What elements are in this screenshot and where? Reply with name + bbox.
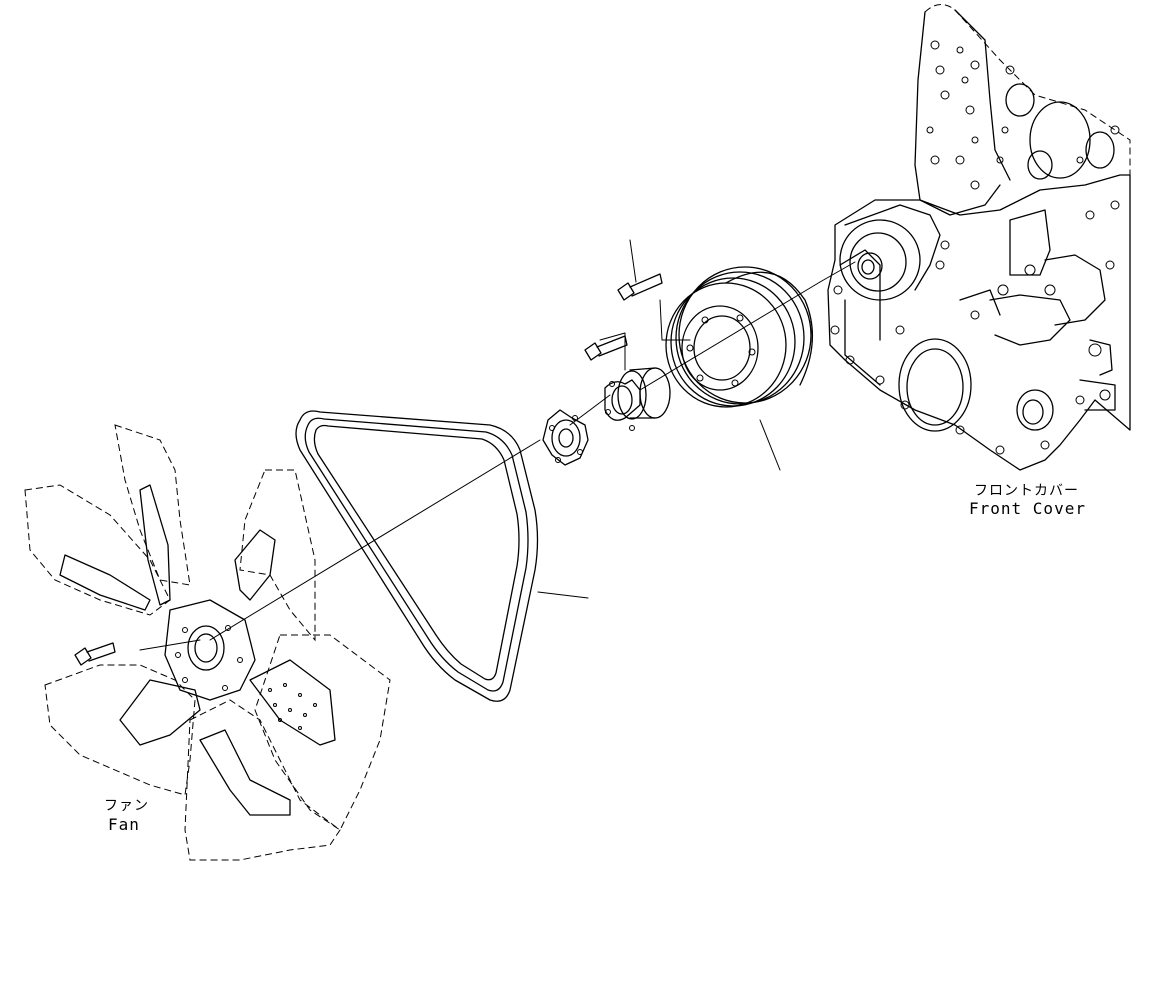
- bolt-fan: [74, 642, 116, 666]
- front-cover-label-en: Front Cover: [969, 499, 1086, 518]
- fan-illustration: [24, 424, 391, 861]
- fan-label-jp: ファン: [104, 798, 149, 814]
- crank-pulley-illustration: [665, 266, 814, 408]
- fan-belt-illustration: [295, 410, 539, 702]
- front-cover-illustration: [827, 4, 1131, 471]
- fan-hub-illustration: [604, 367, 671, 431]
- bolt-upper: [617, 273, 663, 301]
- bolt-middle: [584, 335, 628, 361]
- fan-spacer-illustration: [542, 409, 589, 466]
- front-cover-label-jp: フロントカバー: [974, 483, 1079, 499]
- fan-label-en: Fan: [108, 815, 140, 834]
- leader-lines: [139, 239, 856, 651]
